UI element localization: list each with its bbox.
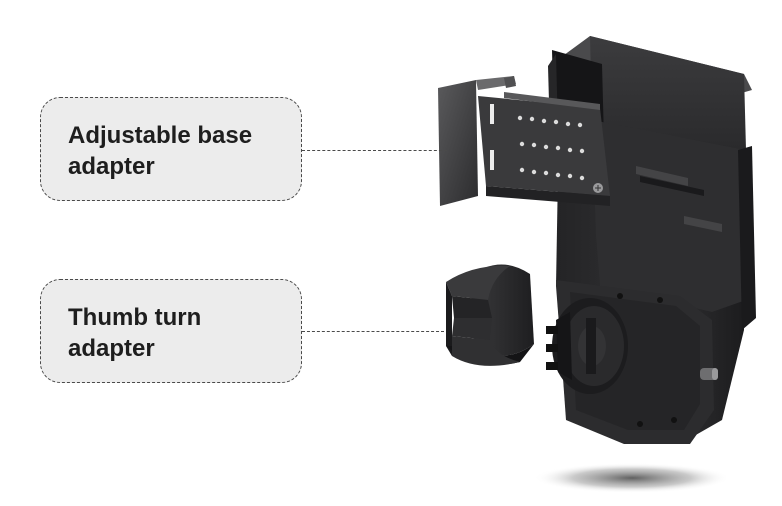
- thumb-turn-adapter-part: [446, 264, 534, 366]
- floor-shadow: [534, 463, 730, 493]
- adjustable-base-adapter-label: Adjustable base adapter: [68, 122, 253, 180]
- thumb-turn-rotor: [546, 298, 628, 394]
- adjustable-base-adapter-leader-line: [302, 150, 447, 151]
- thumb-turn-adapter-leader-line: [302, 331, 444, 332]
- thumb-turn-adapter-callout: Thumb turn adapter: [40, 279, 302, 383]
- thumb-turn-adapter-label: Thumb turn adapter: [68, 304, 202, 362]
- adjustable-base-adapter-callout: Adjustable base adapter: [40, 97, 302, 201]
- adjustable-base-adapter-part: [438, 76, 610, 206]
